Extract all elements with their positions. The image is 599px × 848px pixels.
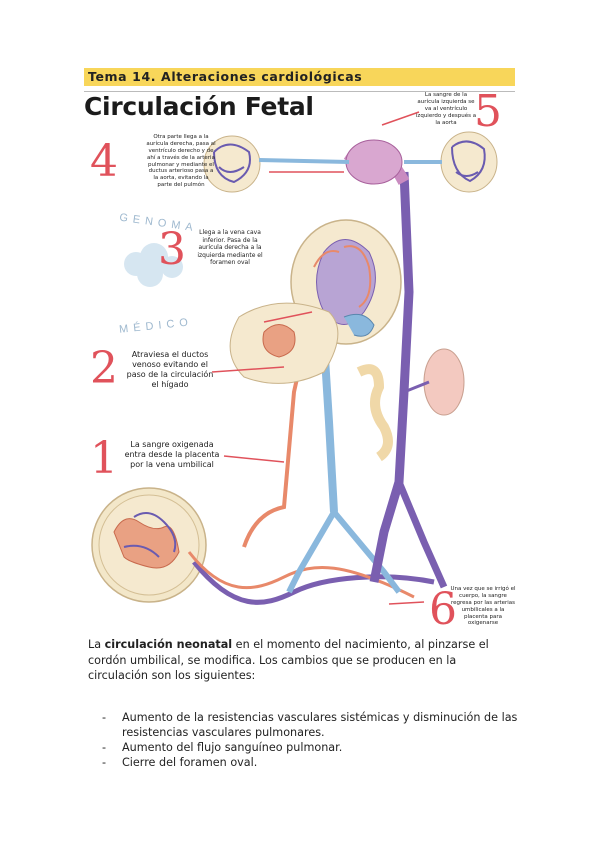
list-marker: - (102, 756, 107, 769)
list-item: - Aumento de la resistencias vasculares s… (102, 710, 522, 740)
step-number-2: 2 (90, 343, 118, 394)
fetal-circulation-figure: Circulación Fetal (84, 86, 516, 635)
step-3-note: Llega a la vena cava inferior. Pasa de l… (197, 229, 263, 266)
left-lung (203, 135, 261, 193)
step-4-note: Otra parte llega a la aurícula derecha, … (146, 134, 216, 189)
paragraph-post: en el momento del nacimiento, al pinzars… (88, 638, 489, 682)
step-2-note: Atraviesa el ductos venoso evitando el p… (126, 350, 214, 389)
list-item: - Cierre del foramen oval. (102, 755, 522, 770)
list-marker: - (102, 711, 107, 724)
paragraph-pre: La (88, 638, 105, 651)
list-item-text: Cierre del foramen oval. (122, 756, 258, 769)
step-1-note: La sangre oxigenada entra desde la place… (124, 440, 220, 469)
liver (229, 302, 375, 384)
step-number-4: 4 (90, 136, 118, 187)
step-5-note: La sangre de la aurícula izquierda se va… (415, 92, 477, 126)
paragraph-bold: circulación neonatal (104, 638, 233, 651)
circulation-illustration (91, 111, 498, 605)
step-number-3: 3 (158, 224, 186, 275)
step-number-6: 6 (429, 584, 457, 635)
watermark-logo (124, 243, 183, 287)
header-highlight (84, 68, 515, 86)
neonatal-paragraph: La circulación neonatal en el momento de… (88, 637, 518, 684)
page-header-title: Tema 14. Alteraciones cardiológicas (88, 69, 363, 84)
list-item-text: Aumento del flujo sanguíneo pulmonar. (122, 741, 343, 754)
step-number-1: 1 (90, 433, 118, 484)
figure-title: Circulación Fetal (84, 92, 314, 121)
header-rule (84, 91, 515, 92)
step-number-5: 5 (474, 86, 502, 137)
right-lung (440, 131, 498, 193)
placenta (91, 487, 207, 603)
list-item-text: Aumento de la resistencias vasculares si… (122, 711, 518, 739)
changes-list: - Aumento de la resistencias vasculares s… (102, 710, 522, 770)
list-marker: - (102, 741, 107, 754)
step-6-note: Una vez que se irrigó el cuerpo, la sang… (450, 586, 516, 627)
list-item: - Aumento del flujo sanguíneo pulmonar. (102, 740, 522, 755)
